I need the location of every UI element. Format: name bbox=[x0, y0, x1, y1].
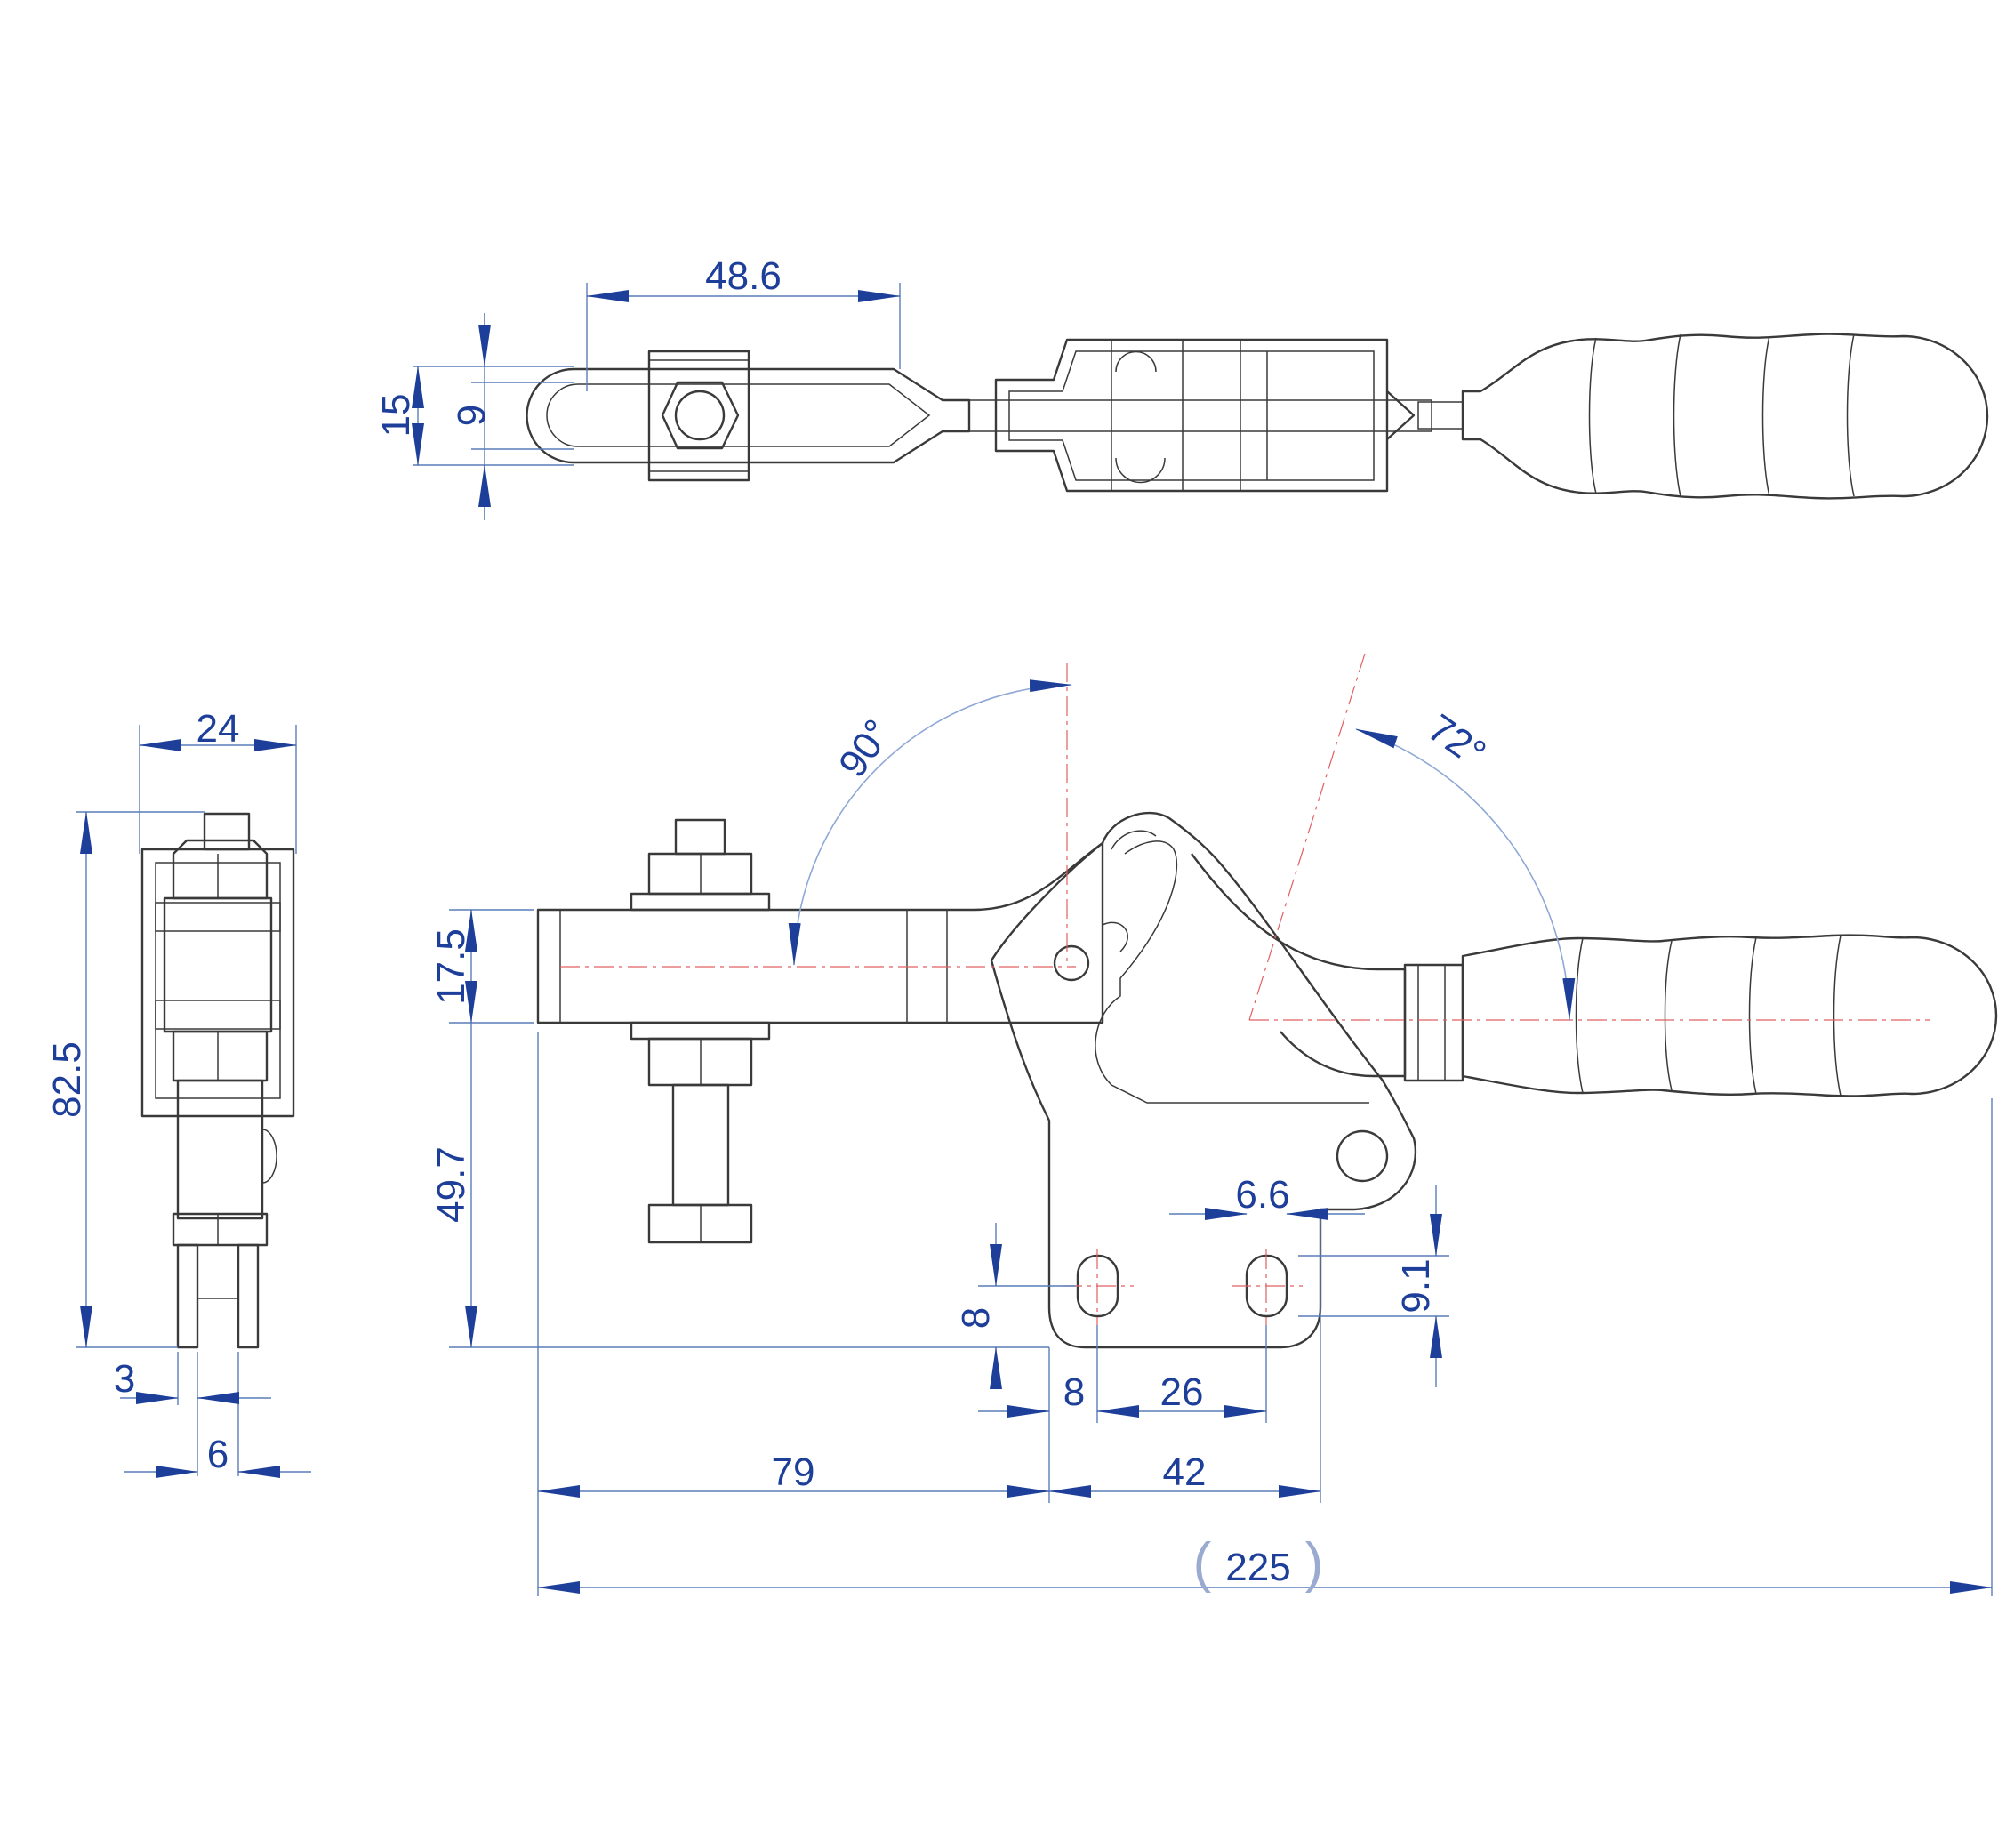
dim-base-length: 42 bbox=[1163, 1450, 1207, 1494]
dim-top-inner: 9 bbox=[450, 405, 493, 426]
dim-top-width: 48.6 bbox=[705, 254, 782, 298]
dim-to-base: 79 bbox=[772, 1450, 815, 1494]
dim-side-width: 24 bbox=[197, 707, 240, 751]
dim-hole-offset-h: 8 bbox=[1063, 1370, 1085, 1414]
dim-side-fork: 6 bbox=[207, 1433, 229, 1476]
dim-side-slot: 3 bbox=[114, 1357, 135, 1401]
dimension-labels: 48.6 15 9 24 82.5 3 6 90° 72° 17.5 49.7 … bbox=[45, 254, 1494, 1594]
top-view bbox=[526, 333, 1989, 500]
dim-side-height: 82.5 bbox=[45, 1041, 89, 1118]
dim-slot-length: 9.1 bbox=[1394, 1258, 1438, 1313]
extension-lines bbox=[76, 283, 1993, 1596]
reference-paren-open: ( bbox=[1193, 1532, 1212, 1594]
front-view bbox=[536, 811, 1998, 1349]
dim-hole-spacing: 26 bbox=[1160, 1370, 1204, 1414]
dimension-lines bbox=[80, 290, 1993, 1594]
center-lines bbox=[560, 653, 1930, 1325]
dim-base-height: 49.7 bbox=[429, 1146, 473, 1223]
dim-top-outer: 15 bbox=[374, 394, 418, 438]
dim-slot-width: 6.6 bbox=[1235, 1173, 1289, 1217]
side-view bbox=[140, 812, 295, 1349]
reference-paren-close: ) bbox=[1305, 1532, 1324, 1594]
dim-angle-bar: 90° bbox=[830, 711, 900, 785]
dim-bar-height: 17.5 bbox=[429, 928, 473, 1005]
dim-hole-offset-v: 8 bbox=[954, 1307, 998, 1329]
dim-overall: 225 bbox=[1225, 1546, 1290, 1589]
